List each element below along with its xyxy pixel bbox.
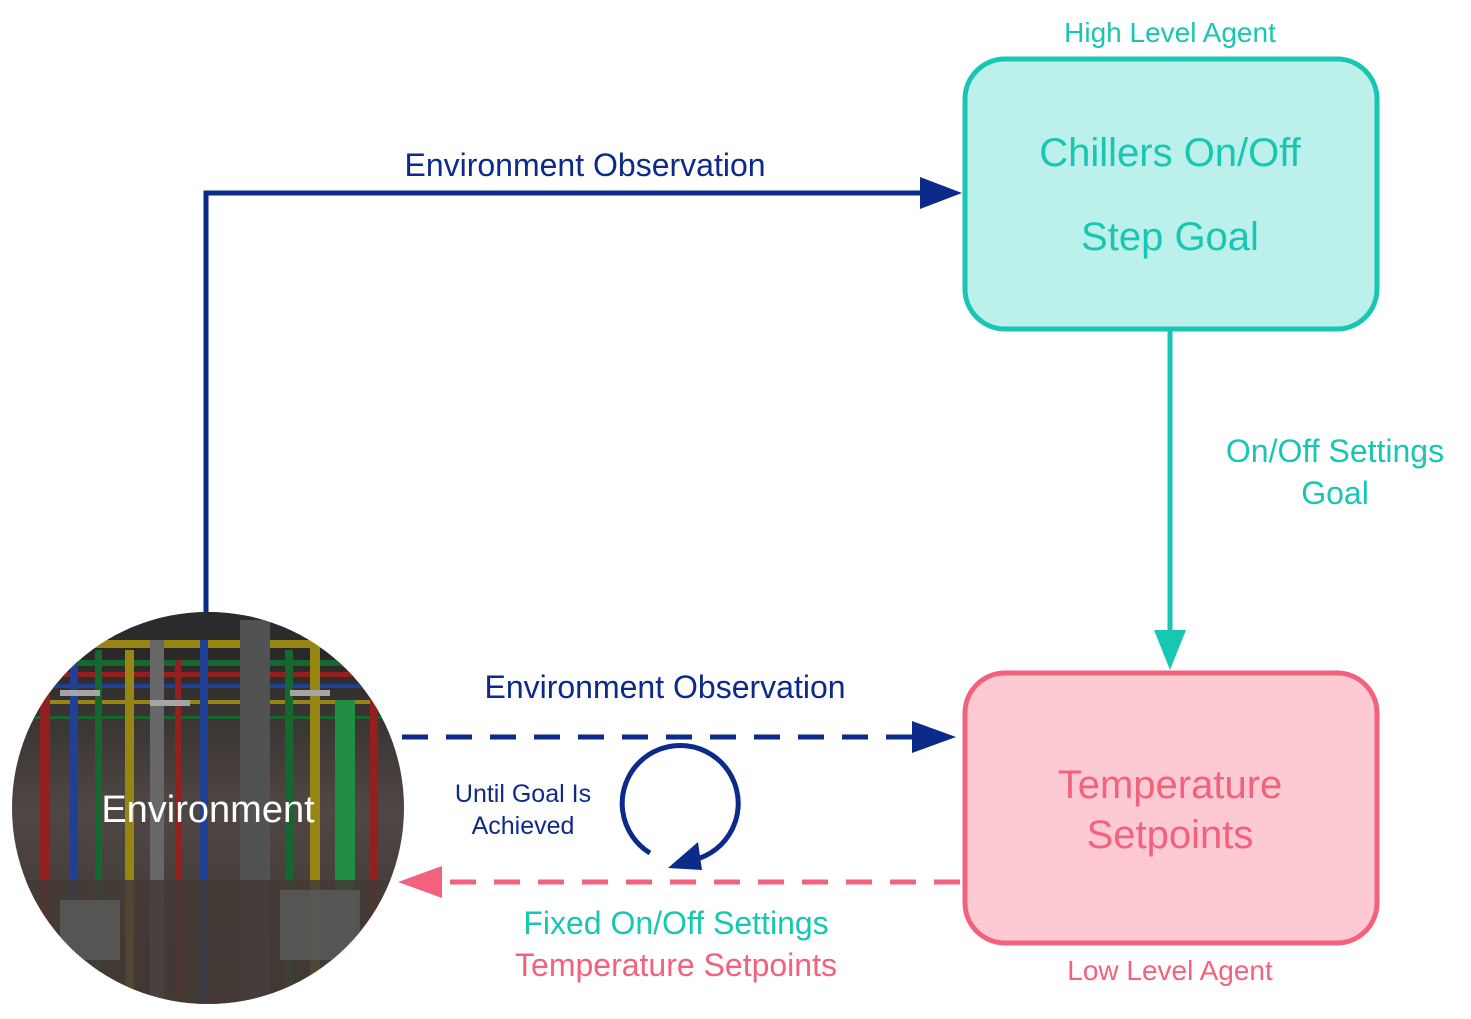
high-agent-line-2: Step Goal bbox=[1081, 215, 1259, 259]
goal-label-line-2: Goal bbox=[1301, 475, 1369, 511]
high-agent-line-1: Chillers On/Off bbox=[1039, 131, 1301, 175]
top-observation-arrow: Environment Observation bbox=[203, 147, 962, 612]
low-agent-box bbox=[962, 670, 1380, 946]
top-observation-arrowhead bbox=[920, 177, 962, 209]
low-level-agent: Temperature Setpoints Low Level Agent bbox=[962, 670, 1380, 986]
top-observation-label: Environment Observation bbox=[404, 147, 765, 183]
environment-label: Environment bbox=[101, 789, 315, 831]
loop-arrowhead-icon bbox=[668, 842, 702, 870]
fixed-settings-label: Fixed On/Off Settings bbox=[523, 905, 828, 941]
low-agent-line-1: Temperature bbox=[1058, 763, 1283, 807]
low-observation-arrowhead bbox=[912, 721, 956, 753]
low-observation-arrow: Environment Observation bbox=[402, 669, 956, 753]
low-agent-line-2: Setpoints bbox=[1087, 813, 1254, 857]
low-observation-label: Environment Observation bbox=[484, 669, 845, 705]
temperature-setpoints-label: Temperature Setpoints bbox=[515, 947, 837, 983]
high-agent-box bbox=[962, 56, 1380, 332]
loop-icon bbox=[619, 742, 741, 861]
goal-arrowhead bbox=[1154, 630, 1186, 670]
action-arrow: Fixed On/Off Settings Temperature Setpoi… bbox=[398, 866, 960, 983]
goal-label-line-1: On/Off Settings bbox=[1226, 433, 1444, 469]
loop-indicator: Until Goal Is Achieved bbox=[455, 742, 741, 870]
loop-label-line-1: Until Goal Is bbox=[455, 780, 591, 808]
environment-node: Environment bbox=[12, 612, 404, 1004]
loop-label-line-2: Achieved bbox=[472, 812, 575, 840]
action-arrowhead bbox=[398, 866, 442, 898]
high-level-agent: High Level Agent Chillers On/Off Step Go… bbox=[962, 17, 1380, 332]
high-agent-caption: High Level Agent bbox=[1064, 17, 1276, 48]
low-agent-caption: Low Level Agent bbox=[1067, 955, 1273, 986]
top-observation-line bbox=[203, 190, 922, 612]
goal-arrow: On/Off Settings Goal bbox=[1154, 331, 1444, 670]
